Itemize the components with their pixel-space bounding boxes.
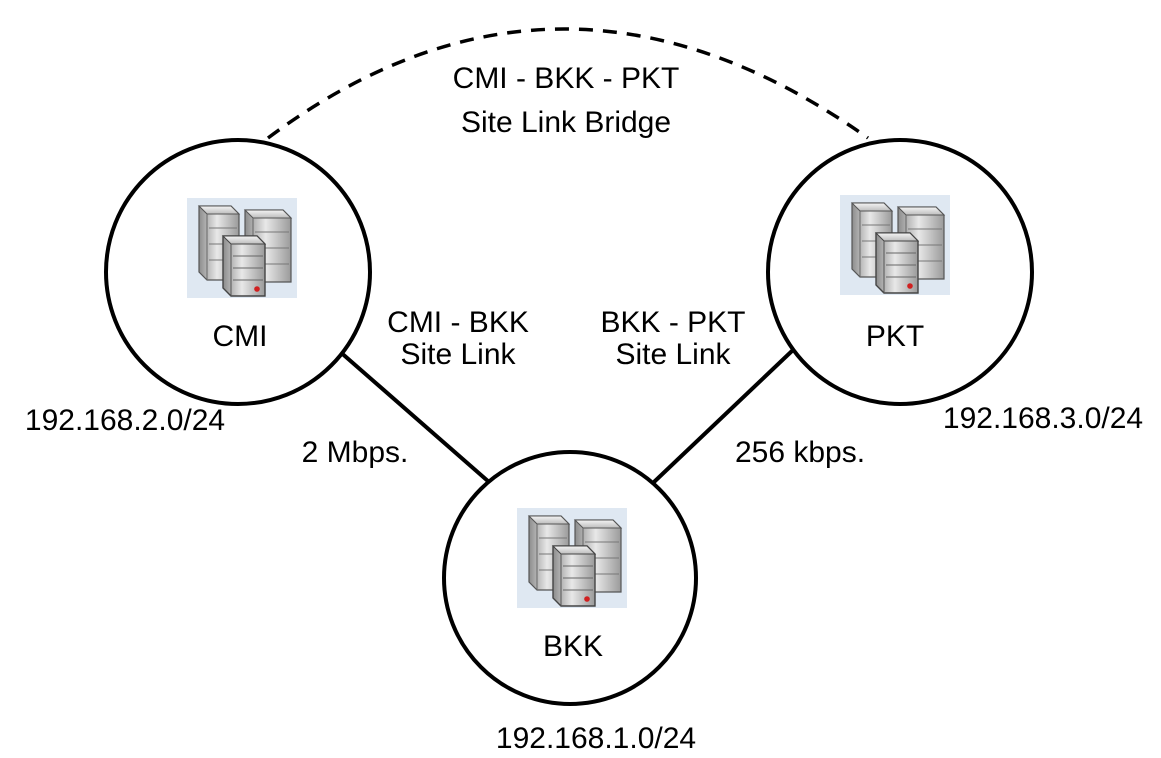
cmi-bkk-link-label-line2: Site Link [400,338,516,371]
server-cluster-icon [186,197,298,299]
site-link-bridge-dashed-line [266,27,870,140]
site-pkt-name: PKT [866,320,924,353]
site-cmi-name: CMI [213,320,268,353]
cmi-bkk-link-label-line1: CMI - BKK [387,306,529,339]
site-pkt-subnet: 192.168.3.0/24 [943,402,1143,435]
server-cluster-icon [839,194,951,296]
bkk-pkt-link-line [652,348,795,484]
site-bkk-name: BKK [543,630,603,663]
bridge-label-line2: Site Link Bridge [461,106,671,139]
bkk-pkt-link-speed: 256 kbps. [735,436,865,469]
cmi-bkk-link-speed: 2 Mbps. [302,436,409,469]
bkk-pkt-link-label-line2: Site Link [615,338,731,371]
bkk-pkt-link-label-line1: BKK - PKT [600,306,745,339]
cmi-bkk-link-line [336,348,491,484]
bridge-label-line1: CMI - BKK - PKT [453,62,680,95]
site-bkk-subnet: 192.168.1.0/24 [496,722,696,755]
site-cmi-subnet: 192.168.2.0/24 [25,404,225,437]
server-cluster-icon [516,507,628,609]
